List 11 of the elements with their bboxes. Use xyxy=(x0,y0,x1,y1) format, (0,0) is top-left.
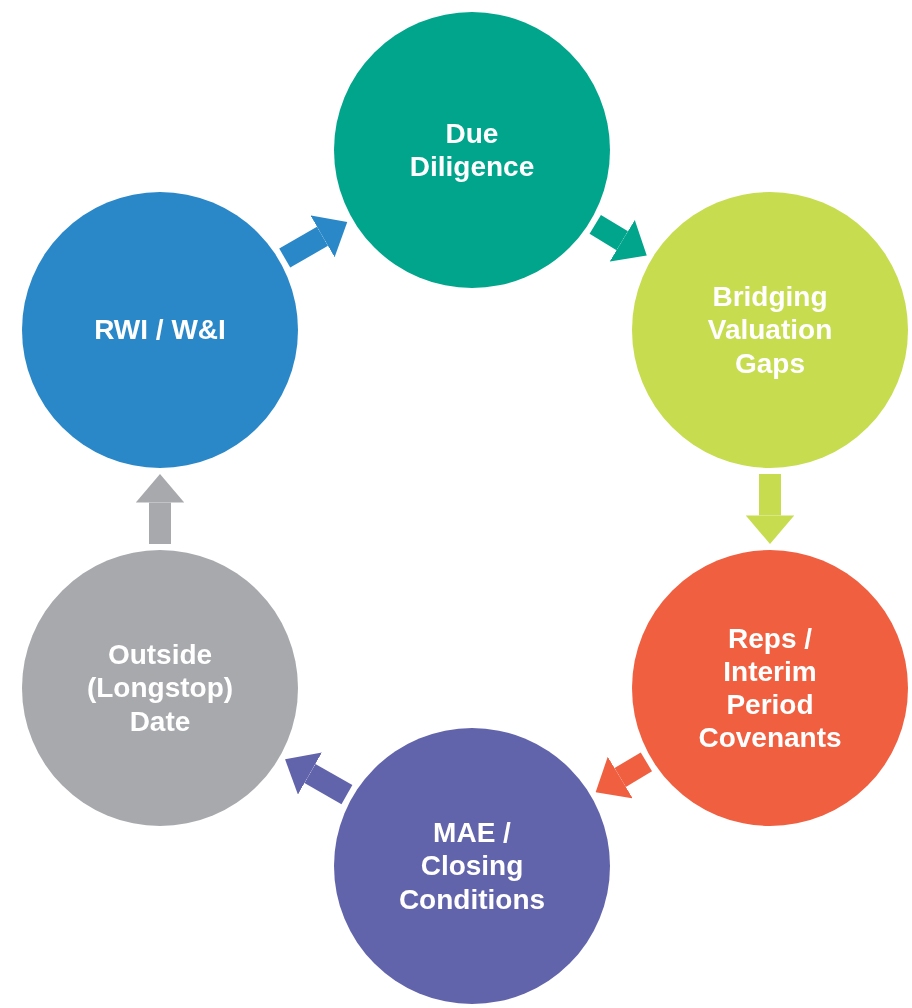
block-arrow xyxy=(745,474,795,544)
node-label: Outside (Longstop) Date xyxy=(85,638,235,738)
node-label: Due Diligence xyxy=(408,116,536,184)
block-arrow xyxy=(135,474,185,544)
block-arrow xyxy=(589,215,647,262)
node-label: Reps / Interim Period Covenants xyxy=(697,621,843,755)
block-arrow xyxy=(595,752,653,799)
block-arrow xyxy=(279,215,348,268)
node-label: Bridging Valuation Gaps xyxy=(706,280,834,380)
node-label: RWI / W&I xyxy=(94,313,226,347)
node-label: MAE / Closing Conditions xyxy=(397,816,547,916)
